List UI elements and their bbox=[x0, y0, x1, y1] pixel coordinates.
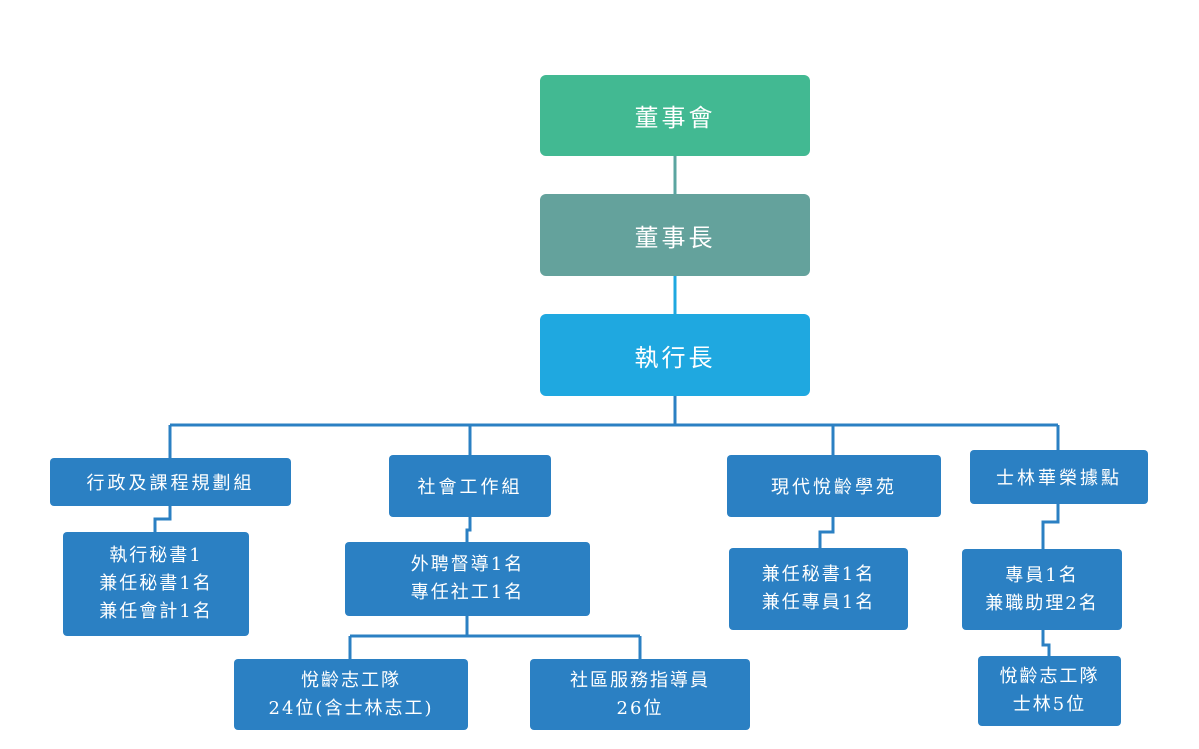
dept-shilin-box: 士林華榮據點 bbox=[970, 450, 1148, 504]
admin-staff-box: 執行秘書1 兼任秘書1名 兼任會計1名 bbox=[63, 532, 249, 636]
connector-shilin-volunteers bbox=[1041, 630, 1051, 656]
volunteer-team-box: 悅齡志工隊 24位(含士林志工) bbox=[234, 659, 468, 730]
board-box: 董事會 bbox=[540, 75, 810, 156]
shilin-staff-box: 專員1名 兼職助理2名 bbox=[962, 549, 1122, 630]
community-instructor-box: 社區服務指導員 26位 bbox=[530, 659, 750, 730]
connector-social-staff bbox=[465, 517, 472, 542]
shilin-volunteer-team-box: 悅齡志工隊 士林5位 bbox=[978, 656, 1121, 726]
dept-admin-box: 行政及課程規劃組 bbox=[50, 458, 291, 506]
academy-staff-box: 兼任秘書1名 兼任專員1名 bbox=[729, 548, 908, 630]
social-staff-box: 外聘督導1名 專任社工1名 bbox=[345, 542, 590, 616]
connector-shilin-staff bbox=[1041, 504, 1060, 549]
connector-admin-staff bbox=[153, 506, 172, 532]
connector-academy-staff bbox=[818, 517, 835, 548]
dept-social-box: 社會工作組 bbox=[389, 455, 551, 517]
chairman-box: 董事長 bbox=[540, 194, 810, 276]
ceo-box: 執行長 bbox=[540, 314, 810, 396]
dept-academy-box: 現代悅齡學苑 bbox=[727, 455, 941, 517]
